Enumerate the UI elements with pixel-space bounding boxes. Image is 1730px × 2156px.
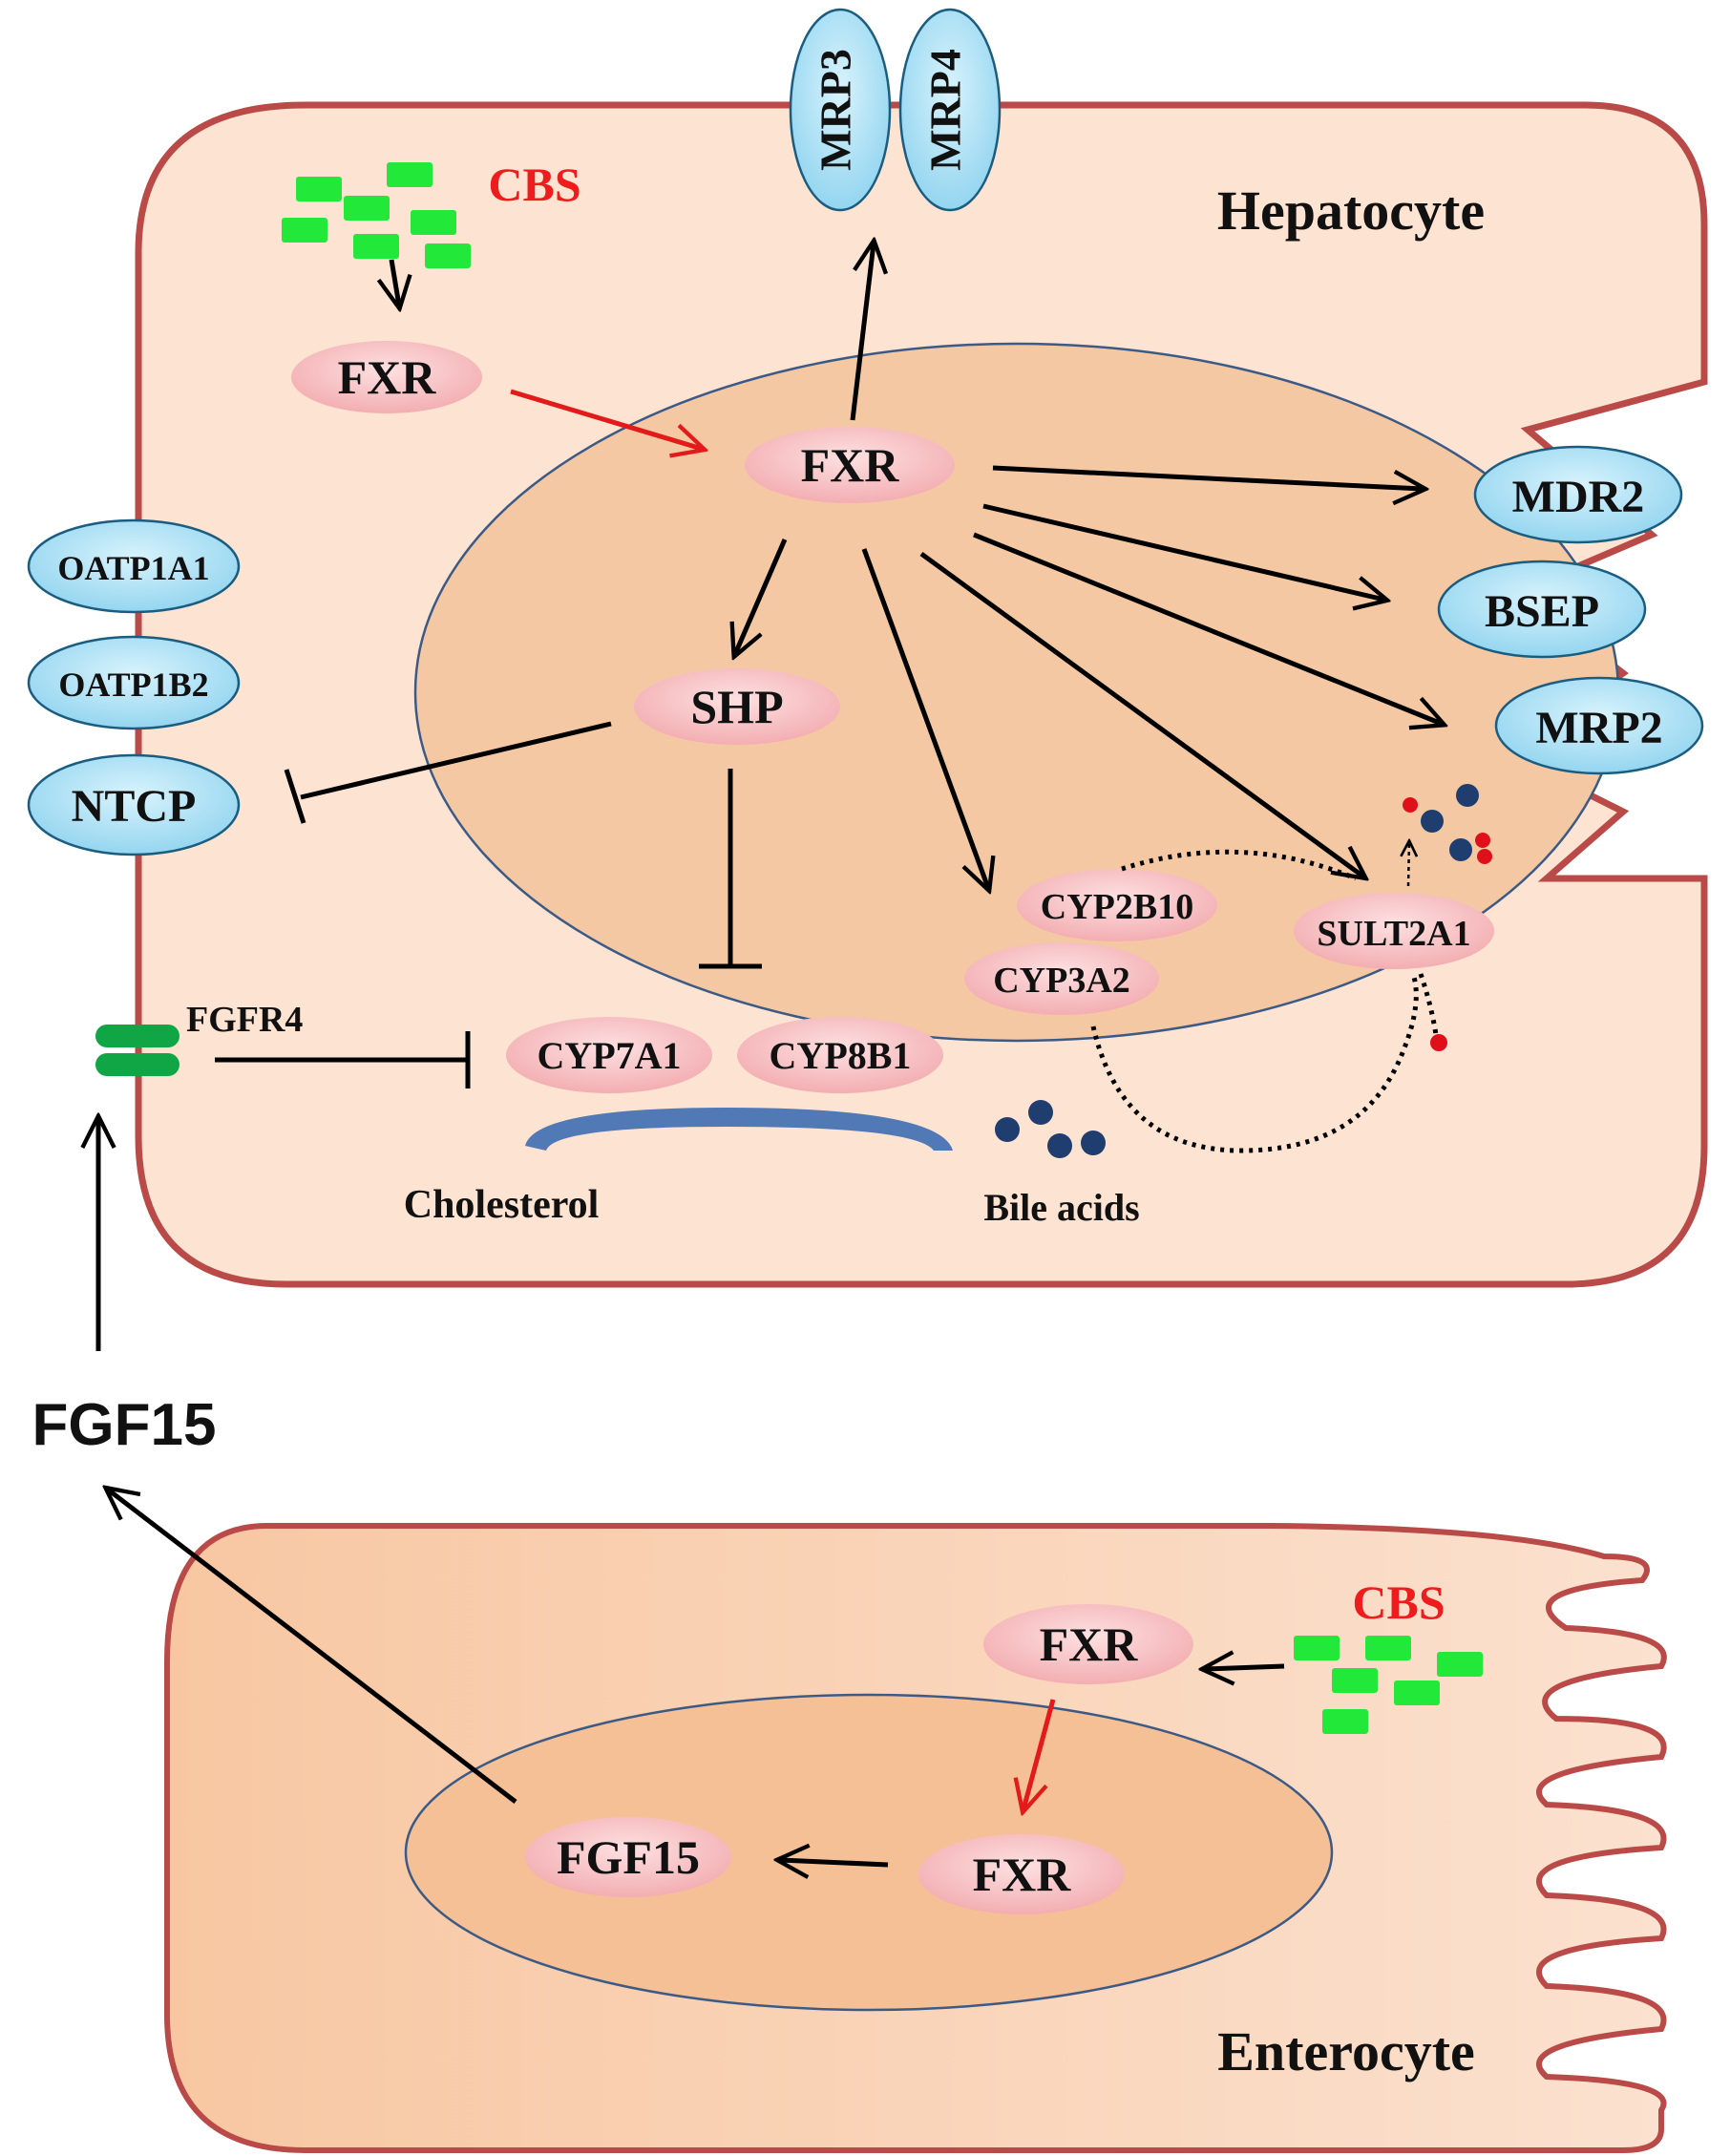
cyp8b1-text: CYP8B1 <box>770 1034 912 1077</box>
fxr-translocation-arrow-hep <box>510 389 702 449</box>
bsep-transporter: BSEP <box>1437 560 1647 659</box>
sult2a1-text: SULT2A1 <box>1317 914 1470 954</box>
bile-acids-label: Bile acids <box>983 1186 1139 1229</box>
enterocyte-nucleus <box>404 1693 1334 2012</box>
fxr-target-arrows <box>735 243 1442 888</box>
fgfr4-label: FGFR4 <box>186 1000 303 1040</box>
shp-inhibition <box>284 721 762 969</box>
metabolic-cycle-dotted <box>1090 849 1440 1153</box>
cholesterol-label: Cholesterol <box>404 1183 600 1227</box>
ntcp-text: NTCP <box>72 781 197 832</box>
fxr-to-fgf15-arrow <box>780 1860 889 1865</box>
fxr-nucleus-hep-text: FXR <box>801 438 900 492</box>
cyp2b10-text: CYP2B10 <box>1041 887 1193 927</box>
oatp1a1-transporter: OATP1A1 <box>27 518 241 614</box>
cyp8b1-protein: CYP8B1 <box>737 1017 943 1093</box>
cbs-label-hepatocyte: CBS <box>488 158 580 211</box>
fgf15-enterocyte-text: FGF15 <box>557 1830 700 1884</box>
fxr-cytoplasm-ent-text: FXR <box>1040 1617 1139 1671</box>
sult2a1-protein: SULT2A1 <box>1294 893 1494 969</box>
fxr-nucleus-enterocyte: FXR <box>918 1834 1125 1914</box>
mrp3-transporter: MRP3 <box>789 8 892 212</box>
cbs-to-fxr-arrow-hep <box>391 259 399 306</box>
mrp2-transporter: MRP2 <box>1494 676 1704 775</box>
cbs-to-fxr-arrow-ent <box>1205 1666 1285 1669</box>
oatp1a1-text: OATP1A1 <box>57 549 209 587</box>
fgfr4-inhibition <box>215 1031 471 1089</box>
mrp4-transporter: MRP4 <box>898 8 1002 212</box>
cbs-molecules-hepatocyte <box>282 162 471 268</box>
cyp2b10-protein: CYP2B10 <box>1017 869 1217 941</box>
ntcp-transporter: NTCP <box>27 753 241 856</box>
bile-acid-dots <box>995 1100 1106 1158</box>
cholesterol-arc <box>525 1108 953 1151</box>
mdr2-transporter: MDR2 <box>1473 445 1683 544</box>
cyp3a2-text: CYP3A2 <box>993 961 1130 1001</box>
sulfated-bile-acids <box>1403 784 1492 864</box>
fgfr4-receptor <box>95 1025 179 1076</box>
fxr-cytoplasm-enterocyte: FXR <box>983 1604 1193 1684</box>
mrp2-text: MRP2 <box>1535 703 1662 753</box>
fgf15-external-label: FGF15 <box>32 1392 217 1458</box>
enterocyte-label: Enterocyte <box>1217 2020 1475 2082</box>
fgf15-secretion-arrow <box>108 1490 517 1804</box>
fxr-cytoplasm-hepatocyte: FXR <box>291 341 482 413</box>
shp-text: SHP <box>690 680 783 733</box>
mrp3-text: MRP3 <box>812 49 860 171</box>
fxr-translocation-arrow-ent <box>1023 1699 1056 1809</box>
fxr-nucleus-hepatocyte: FXR <box>745 427 955 503</box>
mdr2-text: MDR2 <box>1512 472 1645 522</box>
fgf15-enterocyte: FGF15 <box>525 1817 731 1897</box>
fxr-nucleus-ent-text: FXR <box>973 1848 1072 1901</box>
hepatocyte-label: Hepatocyte <box>1217 180 1485 242</box>
cbs-molecules-enterocyte <box>1294 1636 1483 1734</box>
bsep-text: BSEP <box>1485 586 1599 637</box>
oatp1b2-transporter: OATP1B2 <box>27 635 241 730</box>
cyp7a1-text: CYP7A1 <box>537 1034 681 1077</box>
fxr-cytoplasm-hep-text: FXR <box>338 350 437 404</box>
oatp1b2-text: OATP1B2 <box>58 666 208 704</box>
sulfate-dot <box>1430 1034 1447 1051</box>
cbs-label-enterocyte: CBS <box>1352 1575 1445 1629</box>
cyp3a2-protein: CYP3A2 <box>964 942 1159 1015</box>
cyp7a1-protein: CYP7A1 <box>506 1017 712 1093</box>
shp-protein: SHP <box>634 668 840 745</box>
mrp4-text: MRP4 <box>921 49 970 171</box>
